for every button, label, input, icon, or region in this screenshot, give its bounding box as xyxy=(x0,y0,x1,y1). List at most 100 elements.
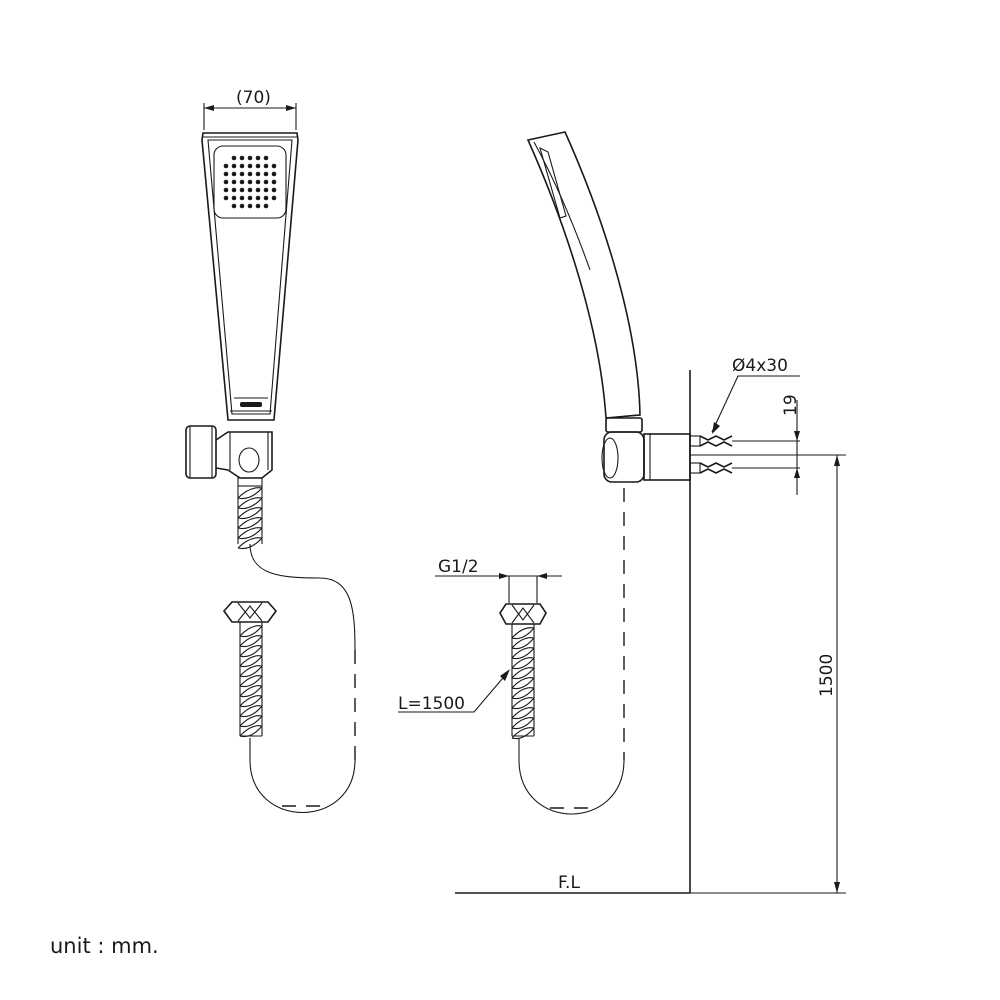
hose-coil xyxy=(239,695,263,708)
nozzle-dot xyxy=(247,203,253,209)
hose-spiral xyxy=(511,627,535,740)
nozzle-dot xyxy=(231,203,237,209)
hose-coil xyxy=(511,667,535,680)
nozzle-dot xyxy=(247,195,253,201)
hose-coil xyxy=(239,655,263,668)
nozzle-dot xyxy=(263,179,269,185)
hose-bottom-front xyxy=(249,738,356,814)
hose-coil xyxy=(511,727,535,740)
floor-level-label: F.L xyxy=(558,873,580,893)
nozzle-dot xyxy=(263,195,269,201)
hose-spiral xyxy=(237,487,263,550)
bracket-spacing-label: 19 xyxy=(781,394,801,416)
hose-coil xyxy=(511,637,535,650)
nozzle-dot xyxy=(231,171,237,177)
hose-coil xyxy=(239,685,263,698)
nozzle-dot xyxy=(263,171,269,177)
nozzle-dot xyxy=(255,163,261,169)
nozzle-dot xyxy=(263,187,269,193)
nozzle-grid xyxy=(223,155,277,209)
wall-bracket-side xyxy=(601,431,691,483)
hose-loop-front xyxy=(249,543,356,651)
mount-height-dimension: 1500 xyxy=(690,454,846,894)
nozzle-dot xyxy=(239,195,245,201)
nozzle-dot xyxy=(223,171,229,177)
nozzle-dot xyxy=(239,179,245,185)
hose-coil xyxy=(239,635,263,648)
wall-bracket-front xyxy=(185,425,273,487)
nozzle-dot xyxy=(271,171,277,177)
nozzle-dot xyxy=(239,155,245,161)
hose-coil xyxy=(511,647,535,660)
nozzle-dot xyxy=(271,163,277,169)
nozzle-dot xyxy=(247,163,253,169)
unit-note: unit : mm. xyxy=(50,934,159,958)
hose-connector-front xyxy=(222,601,278,738)
screw-label: Ø4x30 xyxy=(732,356,788,376)
hose-coil xyxy=(511,717,535,730)
nozzle-dot xyxy=(231,155,237,161)
thread-label: G1/2 xyxy=(438,557,479,577)
nozzle-dot xyxy=(223,179,229,185)
nozzle-dot xyxy=(271,187,277,193)
nozzle-dot xyxy=(255,195,261,201)
nozzle-dot xyxy=(263,203,269,209)
nozzle-dot xyxy=(231,163,237,169)
nozzle-dot xyxy=(223,187,229,193)
nozzle-dot xyxy=(247,155,253,161)
hose-coil xyxy=(239,625,263,638)
nozzle-dot xyxy=(263,155,269,161)
mounting-screws xyxy=(689,435,800,474)
nozzle-dot xyxy=(223,163,229,169)
nozzle-dot xyxy=(247,179,253,185)
hose-coil xyxy=(239,705,263,718)
hose-coil xyxy=(511,657,535,670)
mount-height-label: 1500 xyxy=(817,654,837,697)
nozzle-dot xyxy=(271,195,277,201)
hose-coil xyxy=(237,497,263,510)
head-width-dimension: (70) xyxy=(203,88,297,130)
hose-length-callout: L=1500 xyxy=(398,669,510,714)
hose-coil xyxy=(511,697,535,710)
side-view: Ø4x30 19 F.L 1500 xyxy=(398,131,846,894)
hose-connector-side: G1/2 xyxy=(435,557,562,740)
hose-coil xyxy=(511,627,535,640)
hose-coil xyxy=(239,645,263,658)
nozzle-dot xyxy=(271,179,277,185)
hose-coil xyxy=(237,507,263,520)
nozzle-dot xyxy=(255,187,261,193)
nozzle-dot xyxy=(255,179,261,185)
hose-coil xyxy=(511,707,535,720)
nozzle-dot xyxy=(231,195,237,201)
hose-coil xyxy=(237,527,263,540)
screw-callout: Ø4x30 xyxy=(711,356,800,434)
bracket-spacing-dimension: 19 xyxy=(781,394,801,495)
nozzle-dot xyxy=(247,171,253,177)
front-view: (70) xyxy=(185,88,356,814)
nozzle-dot xyxy=(247,187,253,193)
nozzle-dot xyxy=(255,155,261,161)
hose-length-label: L=1500 xyxy=(398,694,465,714)
nozzle-dot xyxy=(239,163,245,169)
head-width-label: (70) xyxy=(236,88,271,108)
hose-spiral xyxy=(239,625,263,738)
hose-upper xyxy=(237,486,263,550)
nozzle-dot xyxy=(263,163,269,169)
nozzle-dot xyxy=(231,179,237,185)
nozzle-dot xyxy=(255,203,261,209)
hand-shower-front xyxy=(201,132,299,421)
hose-bottom-side xyxy=(518,738,625,815)
hose-coil xyxy=(239,675,263,688)
hose-coil xyxy=(239,715,263,728)
nozzle-dot xyxy=(231,187,237,193)
hand-shower-side xyxy=(526,131,643,433)
hose-coil xyxy=(237,487,263,500)
nozzle-dot xyxy=(239,187,245,193)
nozzle-dot xyxy=(239,203,245,209)
nozzle-dot xyxy=(223,195,229,201)
hose-coil xyxy=(239,665,263,678)
hose-coil xyxy=(239,725,263,738)
hose-coil xyxy=(511,687,535,700)
hose-coil xyxy=(237,517,263,530)
